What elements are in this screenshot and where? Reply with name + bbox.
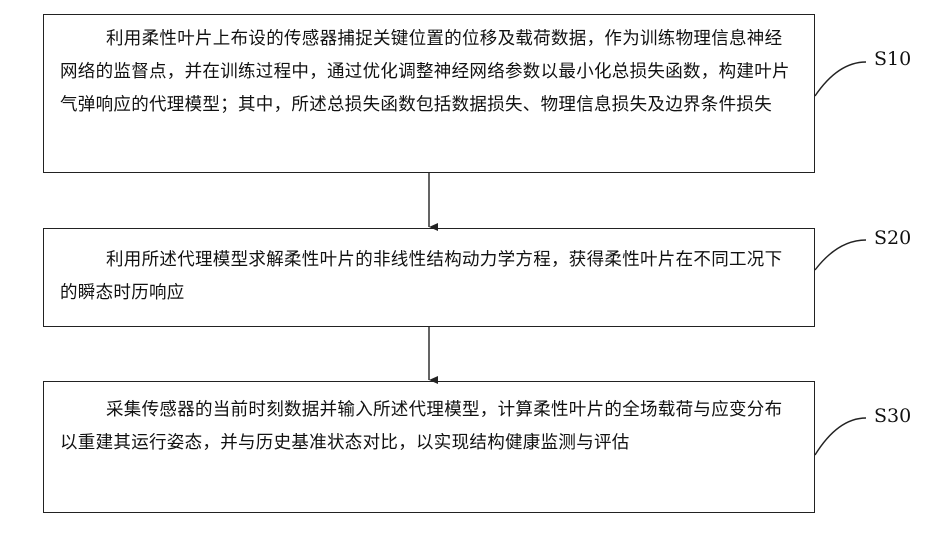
step-label-s30: S30 — [874, 405, 911, 427]
leader-line-s30 — [815, 418, 866, 455]
step-label-s10: S10 — [874, 48, 911, 70]
leader-line-s10 — [815, 62, 866, 96]
leader-line-s20 — [815, 240, 866, 270]
step-label-s20: S20 — [874, 227, 911, 249]
